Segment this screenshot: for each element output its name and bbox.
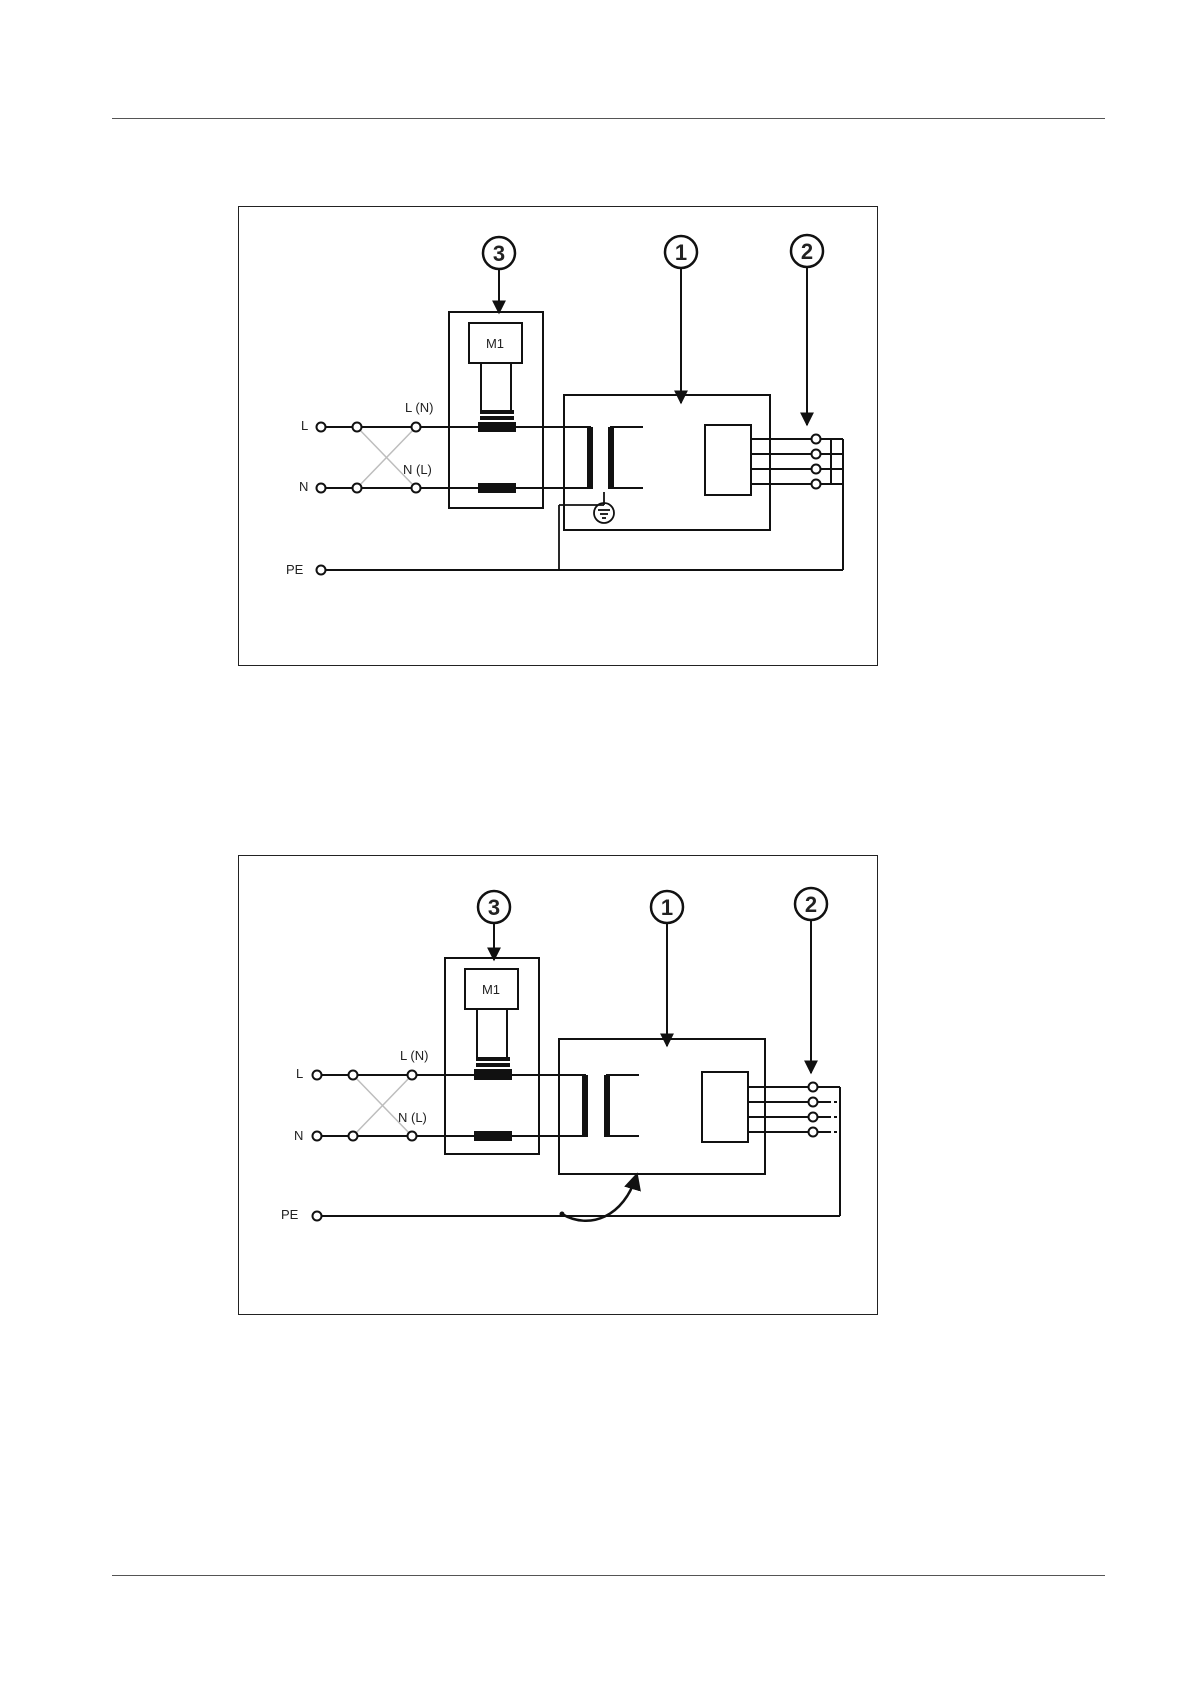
label-n-l: N (L)	[398, 1110, 427, 1125]
line-l	[317, 423, 580, 432]
svg-text:3: 3	[488, 895, 500, 920]
transformer-symbol	[582, 1075, 639, 1137]
transformer-symbol	[587, 427, 643, 489]
output-terminals	[748, 1083, 840, 1137]
line-pe	[313, 1087, 841, 1221]
callout-1: 1	[665, 236, 697, 403]
output-terminals	[751, 435, 843, 489]
crossover-lines	[353, 1075, 412, 1136]
line-l	[313, 1071, 575, 1080]
svg-text:2: 2	[801, 239, 813, 264]
callout-2: 2	[791, 235, 823, 425]
callout-2: 2	[795, 888, 827, 1073]
label-l-n: L (N)	[405, 400, 433, 415]
crossover-lines	[357, 427, 416, 488]
svg-text:3: 3	[493, 241, 505, 266]
diagram-1-svg: 3 1 2 L N PE L (N) N (L)	[239, 207, 879, 667]
contact-n	[474, 1131, 512, 1141]
diagram-2-svg: 3 1 2 L N PE L (N) N (L)	[239, 856, 879, 1316]
label-pe: PE	[286, 562, 304, 577]
contact-l	[478, 422, 516, 432]
module-3-box: M1	[449, 312, 543, 508]
module-1-box	[559, 1039, 765, 1174]
connection-arrow	[560, 1174, 638, 1221]
callout-3: 3	[483, 237, 515, 313]
label-n: N	[294, 1128, 303, 1143]
label-pe: PE	[281, 1207, 299, 1222]
footer-rule	[112, 1575, 1105, 1576]
label-l-n: L (N)	[400, 1048, 428, 1063]
circuit-diagram-2: 3 1 2 L N PE L (N) N (L)	[238, 855, 878, 1315]
m1-label: M1	[482, 982, 500, 997]
contact-n	[478, 483, 516, 493]
svg-text:1: 1	[675, 240, 687, 265]
header-rule	[112, 118, 1105, 119]
module-3-box: M1	[445, 958, 539, 1154]
circuit-diagram-1: 3 1 2 L N PE L (N) N (L)	[238, 206, 878, 666]
line-n	[317, 484, 580, 493]
callout-3: 3	[478, 891, 510, 960]
label-l: L	[296, 1066, 303, 1081]
svg-text:2: 2	[805, 892, 817, 917]
module-1-box	[559, 395, 770, 570]
output-block	[705, 425, 751, 495]
line-n	[313, 1132, 575, 1141]
callout-1: 1	[651, 891, 683, 1046]
label-n: N	[299, 479, 308, 494]
m1-label: M1	[486, 336, 504, 351]
output-block	[702, 1072, 748, 1142]
line-pe	[317, 439, 844, 575]
svg-text:1: 1	[661, 895, 673, 920]
label-l: L	[301, 418, 308, 433]
label-n-l: N (L)	[403, 462, 432, 477]
contact-l	[474, 1069, 512, 1080]
